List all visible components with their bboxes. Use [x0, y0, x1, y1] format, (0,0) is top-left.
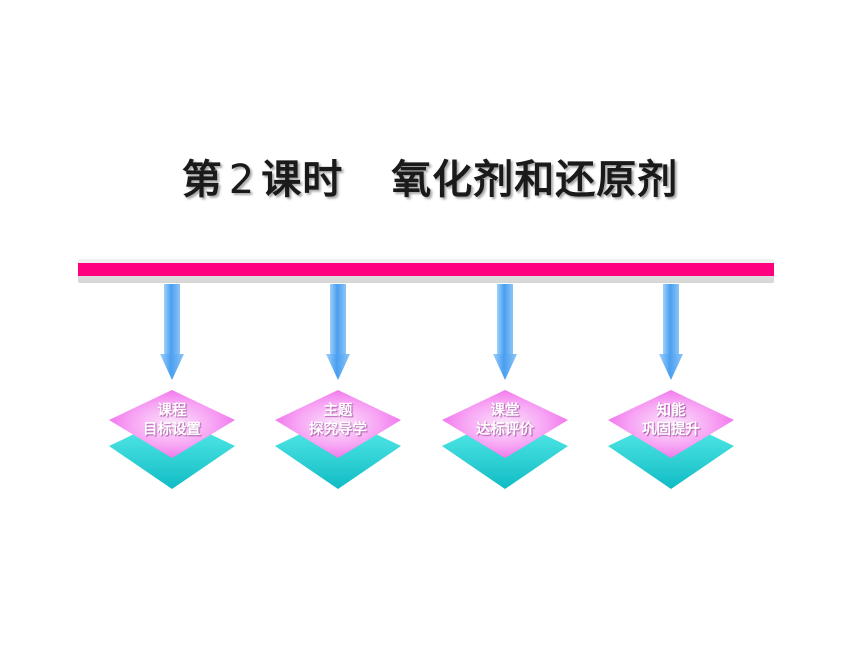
module-knowledge-consolidation[interactable]: 知能 巩固提升 [606, 284, 736, 494]
down-arrow-icon [659, 284, 683, 380]
title-topic: 氧化剂和还原剂 [391, 156, 679, 203]
module-label: 主题 探究导学 [309, 403, 367, 438]
title-lesson-number: 2 [228, 157, 256, 203]
stacked-diamond-icon [109, 284, 235, 489]
module-label: 知能 巩固提升 [642, 403, 700, 438]
title-lesson-word: 课时 [261, 156, 344, 203]
down-arrow-icon [160, 284, 184, 380]
header-divider-bar [78, 259, 774, 283]
module-label: 课堂 达标评价 [476, 403, 534, 438]
down-arrow-icon [493, 284, 517, 380]
module-topic-exploration[interactable]: 主题 探究导学 [273, 284, 403, 494]
module-class-assessment[interactable]: 课堂 达标评价 [440, 284, 570, 494]
down-arrow-icon [326, 284, 350, 380]
stacked-diamond-icon [442, 284, 568, 489]
title-prefix: 第 [181, 156, 223, 203]
stacked-diamond-icon [275, 284, 401, 489]
stacked-diamond-icon [608, 284, 734, 489]
module-course-objectives[interactable]: 课程 目标设置 [107, 284, 237, 494]
module-label: 课程 目标设置 [143, 403, 201, 438]
